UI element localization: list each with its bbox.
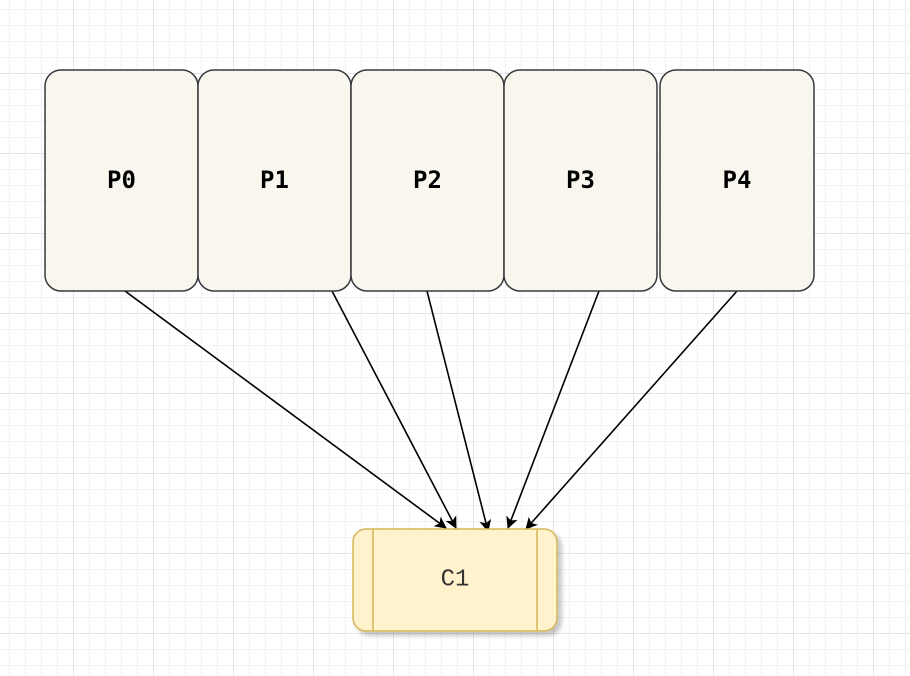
edge-p2-c1[interactable] [426, 290, 492, 532]
producer-node-p2[interactable]: P2 [350, 69, 505, 292]
producer-node-p3[interactable]: P3 [503, 69, 658, 292]
edge-p4-c1[interactable] [525, 290, 738, 530]
producer-label: P1 [260, 166, 289, 194]
producer-label: P4 [723, 166, 752, 194]
consumer-node-c1[interactable]: C1 [352, 528, 558, 632]
producer-label: P2 [413, 166, 442, 194]
producer-node-p4[interactable]: P4 [659, 69, 815, 292]
producer-label: P3 [566, 166, 595, 194]
producer-node-p1[interactable]: P1 [197, 69, 352, 292]
consumer-label: C1 [441, 567, 470, 594]
edge-p3-c1[interactable] [506, 290, 600, 529]
producer-node-p0[interactable]: P0 [44, 69, 199, 292]
edge-p0-c1[interactable] [124, 290, 447, 529]
edges [124, 290, 738, 532]
edge-p1-c1[interactable] [331, 290, 457, 529]
producer-label: P0 [107, 166, 136, 194]
